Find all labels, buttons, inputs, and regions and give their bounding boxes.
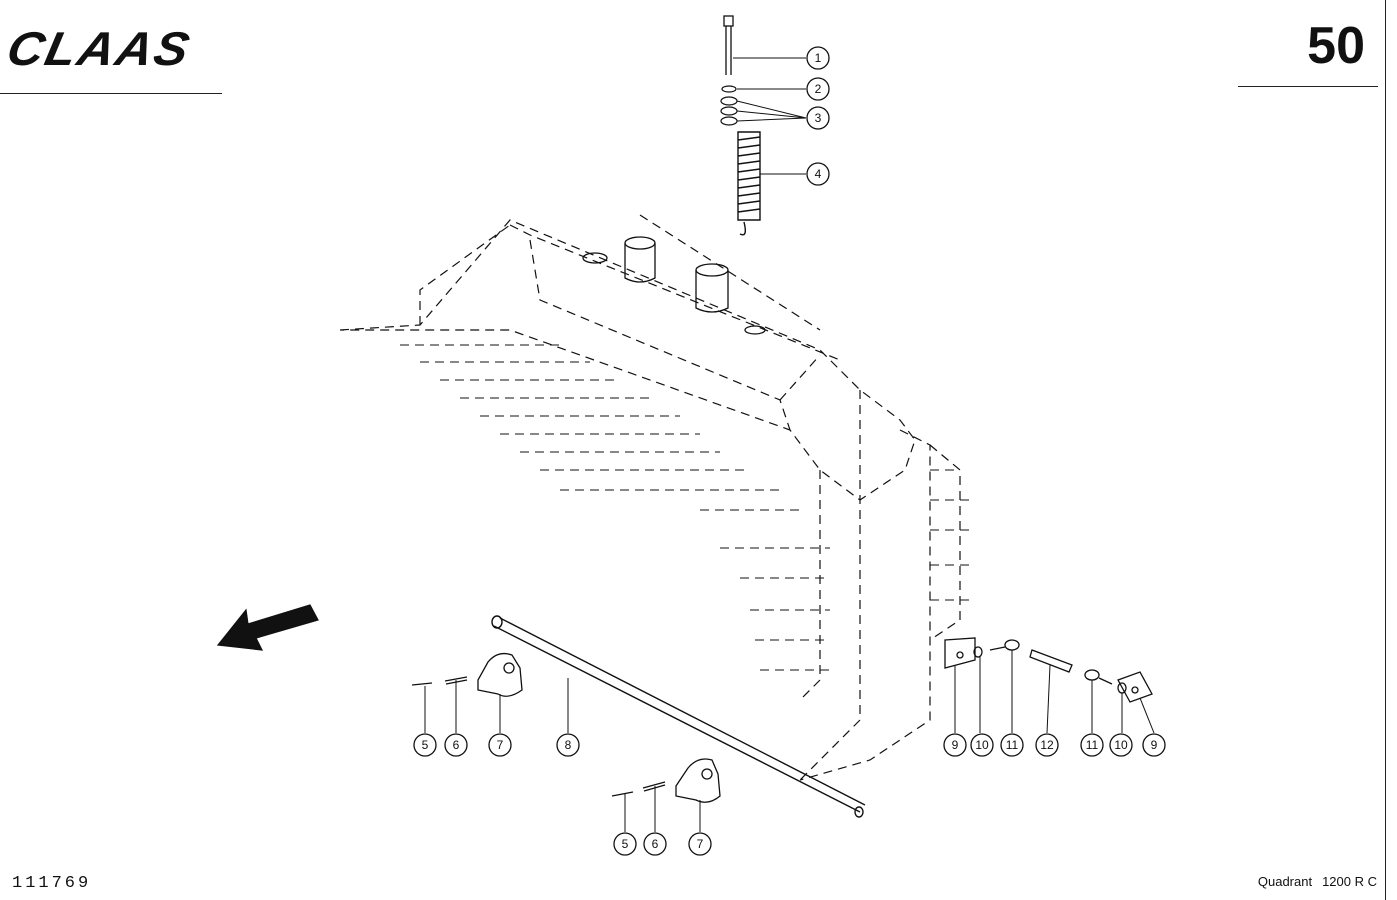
svg-text:4: 4 xyxy=(815,167,822,181)
svg-text:11: 11 xyxy=(1006,738,1019,752)
logo-underline xyxy=(0,93,222,94)
svg-text:2: 2 xyxy=(815,82,822,96)
drawing-number: 111769 xyxy=(12,874,92,893)
svg-text:9: 9 xyxy=(1151,738,1158,752)
model-name: Quadrant xyxy=(1257,874,1313,889)
part-2-3-washers xyxy=(720,85,738,126)
callout-12: 12 xyxy=(1035,733,1059,757)
svg-text:9: 9 xyxy=(952,738,959,752)
callout-1: 1 xyxy=(806,46,830,70)
callout-8: 8 xyxy=(556,733,580,757)
svg-text:10: 10 xyxy=(1114,738,1128,752)
part-4-spring xyxy=(737,131,761,236)
callout-6-bottom: 6 xyxy=(643,832,667,856)
callout-5-left: 5 xyxy=(413,733,437,757)
floor-slats xyxy=(400,344,970,671)
svg-text:8: 8 xyxy=(565,738,572,752)
right-border-line xyxy=(1385,0,1386,900)
callout-10-right-a: 10 xyxy=(970,733,994,757)
callout-7-left: 7 xyxy=(488,733,512,757)
callout-9-right-b: 9 xyxy=(1142,733,1166,757)
model-code: 1200 R C xyxy=(1322,874,1377,889)
svg-text:7: 7 xyxy=(697,837,704,851)
page-number: 50 xyxy=(1307,17,1365,75)
part-7-left-bracket xyxy=(477,652,523,697)
callout-7-bottom: 7 xyxy=(688,832,712,856)
svg-text:5: 5 xyxy=(422,738,429,752)
direction-arrow-icon xyxy=(216,604,319,651)
callout-4: 4 xyxy=(806,162,830,186)
svg-text:5: 5 xyxy=(622,837,629,851)
svg-text:7: 7 xyxy=(497,738,504,752)
callout-9-right-a: 9 xyxy=(943,733,967,757)
model-label: Quadrant 1200 R C xyxy=(1258,874,1377,889)
spring-mounts xyxy=(582,236,766,335)
svg-text:1: 1 xyxy=(815,51,822,65)
page-number-underline xyxy=(1238,86,1378,87)
svg-text:11: 11 xyxy=(1086,738,1099,752)
callout-6-left: 6 xyxy=(444,733,468,757)
part-1-bolt xyxy=(723,15,734,75)
callout-11-right-a: 11 xyxy=(1000,733,1024,757)
parts-9-12-right xyxy=(944,637,1153,703)
svg-text:10: 10 xyxy=(975,738,989,752)
leader-lines xyxy=(424,57,1155,832)
svg-text:6: 6 xyxy=(453,738,460,752)
callout-3: 3 xyxy=(806,106,830,130)
svg-text:3: 3 xyxy=(815,111,822,125)
svg-text:6: 6 xyxy=(652,837,659,851)
callout-11-right-b: 11 xyxy=(1080,733,1104,757)
part-7-bottom-bracket xyxy=(675,758,721,803)
callout-2: 2 xyxy=(806,77,830,101)
parts-5-6-bottom xyxy=(611,781,666,797)
part-8-shaft xyxy=(491,615,866,818)
callout-10-right-b: 10 xyxy=(1109,733,1133,757)
machine-frame xyxy=(339,214,961,781)
svg-text:12: 12 xyxy=(1040,738,1054,752)
parts-5-6-left xyxy=(411,676,468,686)
callout-5-bottom: 5 xyxy=(613,832,637,856)
